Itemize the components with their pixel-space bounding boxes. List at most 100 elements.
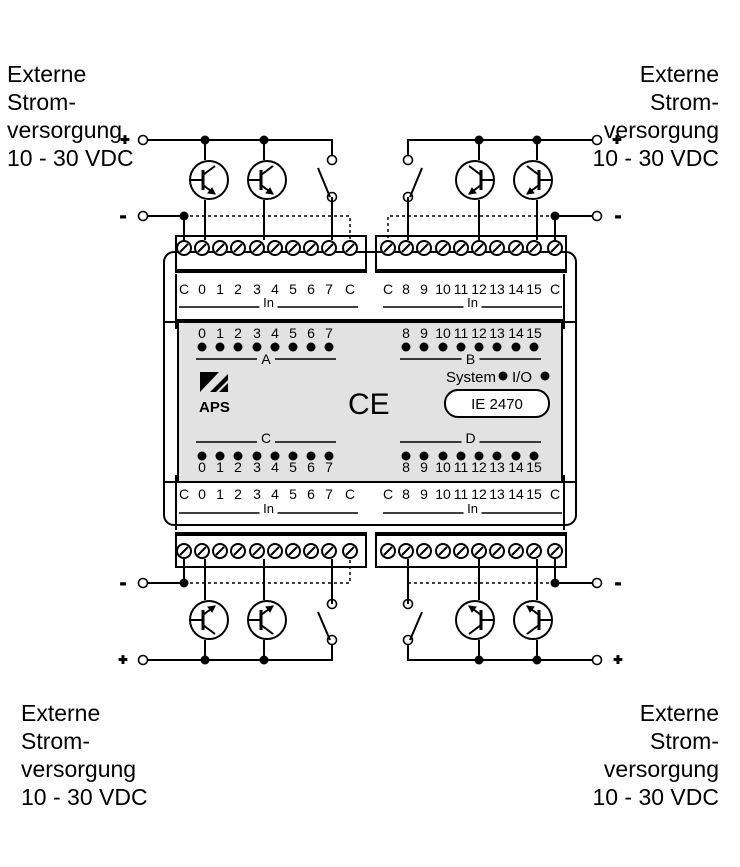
group-d-group-letter: D (465, 430, 475, 446)
supply-terminal (137, 210, 149, 222)
bottom-left-terminal-label: 0 (198, 486, 206, 502)
transistor-in0-bottom (189, 600, 229, 640)
group-b-channel-number: 8 (402, 325, 410, 341)
bottom-right-terminal-label: 10 (435, 486, 451, 502)
bottom-left-terminal-label: 2 (234, 486, 242, 502)
in-label: In (263, 295, 274, 310)
system-label: System (446, 369, 496, 386)
group-c-channel-led (288, 451, 298, 461)
group-c-channel-number: 1 (216, 459, 224, 475)
group-a-channel-led (324, 342, 334, 352)
group-b-channel-number: 12 (471, 325, 487, 341)
top-left-terminal-label: 1 (216, 281, 224, 297)
group-d-channel-number: 15 (526, 459, 542, 475)
group-d-channel-number: 11 (454, 459, 469, 475)
group-b-channel-led (456, 342, 466, 352)
supply-terminal (402, 154, 414, 166)
bottom-right-terminal-label: 12 (471, 486, 487, 502)
system-led (498, 371, 508, 381)
group-a-channel-led (197, 342, 207, 352)
group-a-channel-number: 1 (216, 325, 224, 341)
bottom-right-terminal-label: 14 (508, 486, 524, 502)
group-d-channel-led (438, 451, 448, 461)
group-d-channel-led (474, 451, 484, 461)
group-d-channel-led (529, 451, 539, 461)
supply-terminal (591, 577, 603, 589)
group-a-group-letter: A (261, 351, 271, 367)
bottom-left-terminal-label: 7 (325, 486, 333, 502)
terminal-blocks (176, 240, 563, 559)
group-b-channel-led (492, 342, 502, 352)
io-led (540, 371, 550, 381)
top-right-terminal-label: 11 (454, 281, 469, 297)
group-d-channel-led (419, 451, 429, 461)
group-d-channel-led (456, 451, 466, 461)
transistor-in3 (247, 160, 287, 200)
bottom-right-terminal-label: C (383, 486, 393, 502)
group-c-channel-number: 6 (307, 459, 315, 475)
bottom-right-terminal-label: C (550, 486, 560, 502)
bottom-right-terminal-label: 9 (420, 486, 428, 502)
supply-terminal (326, 154, 338, 166)
minus-sign: - (615, 575, 620, 592)
top-right-terminal-label: C (383, 281, 393, 297)
bottom-left-terminal-label: 5 (289, 486, 297, 502)
plus-sign: + (614, 651, 622, 667)
bottom-left-terminal-label: 3 (253, 486, 261, 502)
group-a-channel-led (233, 342, 243, 352)
supply-terminal (137, 654, 149, 666)
group-b-channel-led (438, 342, 448, 352)
group-b-channel-led (529, 342, 539, 352)
group-c-channel-number: 7 (325, 459, 333, 475)
supply-terminal (591, 134, 603, 146)
top-left-terminal-label: 7 (325, 281, 333, 297)
plus-sign: + (119, 651, 127, 667)
ce-mark: CE (348, 388, 390, 421)
group-a-channel-led (270, 342, 280, 352)
group-a-channel-number: 7 (325, 325, 333, 341)
aps-logo: APS (199, 372, 230, 416)
transistor-in14 (513, 160, 553, 200)
top-right-terminal-label: 15 (526, 281, 542, 297)
top-left-terminal-label: 6 (307, 281, 315, 297)
model-text: IE 2470 (471, 396, 523, 413)
group-a-channel-number: 4 (271, 325, 279, 341)
group-c-channel-led (270, 451, 280, 461)
bottom-right-terminal-label: 8 (402, 486, 410, 502)
group-d-channel-led (401, 451, 411, 461)
transistor-in12-bottom (455, 600, 495, 640)
group-a-channel-led (288, 342, 298, 352)
in-label: In (467, 295, 478, 310)
group-c-channel-led (252, 451, 262, 461)
group-d-channel-number: 8 (402, 459, 410, 475)
group-d-channel-number: 14 (508, 459, 524, 475)
top-right-terminal-label: 14 (508, 281, 524, 297)
group-d-channel-number: 10 (435, 459, 451, 475)
group-a-channel-led (215, 342, 225, 352)
transistor-in12 (455, 160, 495, 200)
top-right-terminal-label: 10 (435, 281, 451, 297)
top-left-terminal-label: 0 (198, 281, 206, 297)
group-b-channel-number: 11 (454, 325, 469, 341)
group-a-channel-number: 0 (198, 325, 206, 341)
top-left-terminal-label: 2 (234, 281, 242, 297)
supply-terminal (591, 654, 603, 666)
group-a-channel-led (252, 342, 262, 352)
top-left-terminal-label: 5 (289, 281, 297, 297)
bottom-left-terminal-label: 4 (271, 486, 279, 502)
bottom-left-terminal-label: 1 (216, 486, 224, 502)
group-b-channel-led (474, 342, 484, 352)
top-right-terminal-label: C (550, 281, 560, 297)
top-left-terminal-label: C (345, 281, 355, 297)
top-left-terminal-label: C (179, 281, 189, 297)
group-d-channel-led (492, 451, 502, 461)
group-c-channel-number: 4 (271, 459, 279, 475)
bottom-right-terminal-label: 11 (454, 486, 469, 502)
group-b-group-letter: B (466, 351, 475, 367)
supply-terminal (591, 210, 603, 222)
group-d-channel-number: 13 (489, 459, 505, 475)
transistor-in14-bottom (513, 600, 553, 640)
group-c-channel-number: 3 (253, 459, 261, 475)
